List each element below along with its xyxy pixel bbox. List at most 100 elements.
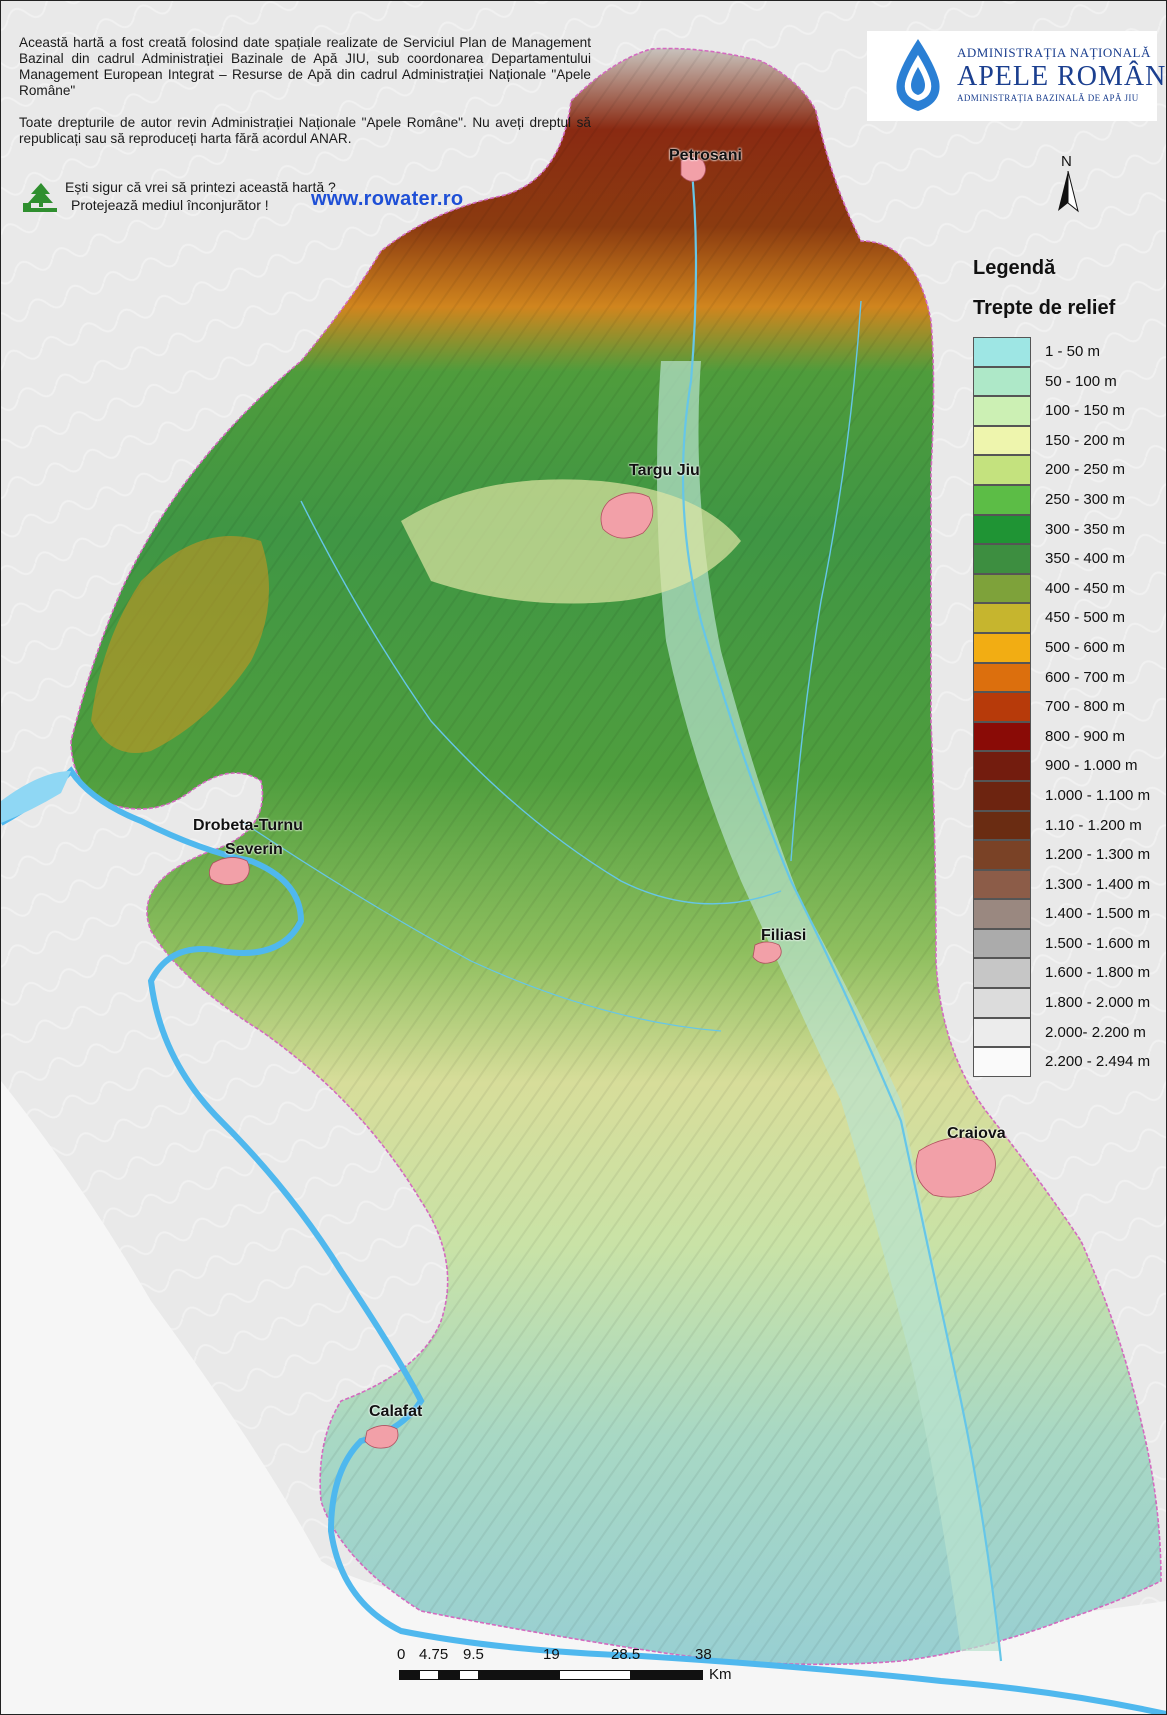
logo-line-2: APELE ROMÂNE	[957, 61, 1167, 92]
targu-jiu-urban-area	[600, 492, 654, 539]
legend-swatch	[973, 366, 1031, 397]
legend-row: 1.300 - 1.400 m	[973, 869, 1163, 900]
scale-tick: 9.5	[463, 1646, 484, 1663]
legend-swatch	[973, 484, 1031, 515]
logo-line-3: ADMINISTRAȚIA BAZINALĂ DE APĂ JIU	[957, 93, 1139, 103]
city-label-drobeta-line1: Drobeta-Turnu	[193, 817, 303, 834]
scale-tick: 19	[543, 1646, 560, 1663]
city-label-drobeta-line2: Severin	[225, 841, 283, 858]
legend-swatch	[973, 544, 1031, 574]
legend-swatch	[973, 573, 1031, 604]
scale-segment	[459, 1670, 479, 1680]
legend-label: 900 - 1.000 m	[1045, 757, 1138, 775]
legend-row: 250 - 300 m	[973, 484, 1163, 515]
anar-logo: ADMINISTRAȚIA NAȚIONALĂ APELE ROMÂNE ADM…	[867, 31, 1166, 121]
legend-row: 1.600 - 1.800 m	[973, 958, 1163, 989]
legend-label: 150 - 200 m	[1045, 431, 1126, 449]
legend-swatch	[973, 425, 1031, 456]
legend-row: 1.10 - 1.200 m	[973, 810, 1163, 841]
north-arrow: N	[1053, 153, 1083, 217]
legend-row: 100 - 150 m	[973, 396, 1163, 426]
scale-segment	[479, 1670, 559, 1680]
legend-swatch	[973, 1047, 1031, 1077]
legend-label: 1.10 - 1.200 m	[1045, 816, 1142, 834]
legend-row: 500 - 600 m	[973, 632, 1163, 663]
danube-upper-branch	[1, 771, 71, 823]
scale-segment	[559, 1670, 631, 1680]
legend-row: 900 - 1.000 m	[973, 751, 1163, 781]
legend-row: 1 - 50 m	[973, 337, 1163, 367]
scale-bar: 0 4.75 9.5 19 28.5 38 Km	[397, 1646, 737, 1696]
legend-row: 1.200 - 1.300 m	[973, 840, 1163, 870]
legend-swatch	[973, 840, 1031, 870]
legend-label: 250 - 300 m	[1045, 490, 1126, 508]
craiova-urban-area	[915, 1137, 996, 1198]
legend-swatch	[973, 780, 1031, 811]
legend-row: 1.800 - 2.000 m	[973, 988, 1163, 1018]
legend-swatch	[973, 751, 1031, 781]
legend-label: 1.200 - 1.300 m	[1045, 846, 1151, 864]
legend-swatch	[973, 869, 1031, 900]
water-drop-logo-icon	[896, 39, 940, 111]
legend-label: 1.600 - 1.800 m	[1045, 964, 1151, 982]
gilort-river	[790, 300, 862, 862]
north-label: N	[1061, 153, 1072, 170]
city-label-craiova: Craiova	[947, 1125, 1006, 1142]
legend-label: 500 - 600 m	[1045, 638, 1126, 656]
legend-row: 200 - 250 m	[973, 455, 1163, 485]
legend-label: 2.200 - 2.494 m	[1045, 1053, 1151, 1071]
credits-paragraph-1: Această hartă a fost creată folosind dat…	[19, 35, 591, 98]
city-label-filiasi: Filiasi	[761, 927, 807, 944]
city-label-petrosani: Petrosani	[669, 147, 742, 164]
jiu-valley-floodplain	[657, 361, 1001, 1651]
scale-tick: 28.5	[611, 1646, 641, 1663]
legend-rows: 1 - 50 m 50 - 100 m 100 - 150 m 150 - 200 m…	[973, 337, 1163, 1077]
legend-row: 2.000- 2.200 m	[973, 1017, 1163, 1048]
map-legend: Legendă Trepte de relief 1 - 50 m 50 - 10…	[973, 257, 1163, 1077]
legend-title: Legendă	[973, 257, 1056, 279]
legend-label: 1.300 - 1.400 m	[1045, 875, 1151, 893]
legend-swatch	[973, 662, 1031, 693]
legend-swatch	[973, 603, 1031, 633]
north-arrow-icon	[1058, 171, 1079, 213]
legend-label: 50 - 100 m	[1045, 372, 1117, 390]
legend-label: 1.400 - 1.500 m	[1045, 905, 1151, 923]
legend-label: 400 - 450 m	[1045, 579, 1126, 597]
scale-segment	[439, 1670, 459, 1680]
legend-row: 700 - 800 m	[973, 692, 1163, 722]
legend-row: 400 - 450 m	[973, 573, 1163, 604]
scale-tick: 4.75	[419, 1646, 449, 1663]
legend-subtitle: Trepte de relief	[973, 297, 1116, 319]
calafat-urban-area	[364, 1425, 399, 1449]
credits-paragraph-2: Toate drepturile de autor revin Administ…	[19, 115, 591, 146]
scale-tick: 0	[397, 1646, 406, 1663]
legend-row: 600 - 700 m	[973, 662, 1163, 693]
legend-label: 300 - 350 m	[1045, 520, 1126, 538]
city-label-targu-jiu: Targu Jiu	[629, 462, 700, 479]
map-credits: Această hartă a fost creată folosind dat…	[19, 35, 591, 163]
print-question: Ești sigur că vrei să printezi această h…	[65, 179, 336, 195]
legend-swatch	[973, 721, 1031, 752]
legend-swatch	[973, 337, 1031, 367]
western-highlands	[91, 536, 269, 753]
legend-swatch	[973, 928, 1031, 959]
petrosani-urban-area	[680, 156, 706, 182]
danube-south-plain	[1, 1081, 1166, 1714]
legend-swatch	[973, 455, 1031, 485]
legend-label: 1 - 50 m	[1045, 343, 1101, 360]
scale-segment	[399, 1670, 419, 1680]
rowater-link[interactable]: www.rowater.ro	[311, 188, 464, 210]
jiu-river	[681, 160, 1003, 1662]
legend-swatch	[973, 692, 1031, 722]
legend-swatch	[973, 988, 1031, 1018]
legend-row: 2.200 - 2.494 m	[973, 1047, 1163, 1077]
legend-swatch	[973, 899, 1031, 929]
legend-label: 1.800 - 2.000 m	[1045, 994, 1151, 1012]
legend-swatch	[973, 514, 1031, 545]
legend-swatch	[973, 632, 1031, 663]
scale-unit: Km	[709, 1666, 732, 1683]
tributary-river	[240, 820, 722, 1032]
legend-label: 800 - 900 m	[1045, 727, 1126, 745]
